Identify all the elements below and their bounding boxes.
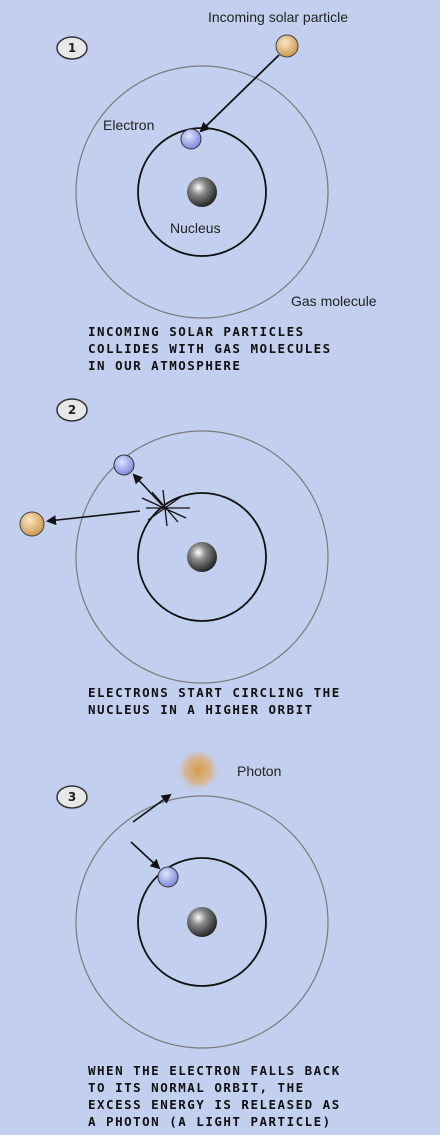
electron-ejection-arrow: [132, 473, 163, 506]
photon: [176, 748, 220, 792]
panel-2: 2: [19, 398, 329, 684]
step-3-badge: 3: [56, 785, 88, 809]
inner-orbit: [137, 492, 267, 622]
step-2-caption: ELECTRONS START CIRCLING THE NUCLEUS IN …: [88, 685, 341, 717]
nucleus-label: Nucleus: [170, 220, 221, 236]
photon-emission-arrow: [132, 793, 172, 823]
electron-label: Electron: [103, 117, 154, 133]
electron: [113, 454, 135, 476]
nucleus: [187, 177, 217, 207]
collision-burst: [141, 489, 190, 527]
electron: [180, 128, 202, 150]
outer-ring: [75, 795, 329, 1049]
step-2-number: 2: [68, 403, 76, 417]
electron-fall-arrow: [130, 841, 161, 870]
step-3-caption: WHEN THE ELECTRON FALLS BACK TO ITS NORM…: [88, 1063, 341, 1129]
gas-molecule-label: Gas molecule: [291, 293, 377, 309]
nucleus: [187, 907, 217, 937]
outer-ring: [75, 430, 329, 684]
solar-particle: [19, 511, 45, 537]
incoming-solar-particle-label: Incoming solar particle: [208, 9, 348, 25]
step-1-badge: 1: [56, 36, 88, 60]
particle-deflection-arrow: [46, 510, 141, 526]
step-3-number: 3: [68, 790, 76, 804]
inner-orbit: [137, 857, 267, 987]
electron: [157, 866, 179, 888]
nucleus: [187, 542, 217, 572]
photon-label: Photon: [237, 763, 281, 779]
incoming-arrow: [199, 54, 280, 133]
panel-1: 1 Incoming solar particle Electron Nucle…: [56, 9, 377, 319]
step-1-number: 1: [68, 41, 76, 55]
solar-particle: [275, 34, 299, 58]
outer-ring: [75, 65, 329, 319]
panel-3: 3 Photon: [56, 748, 329, 1049]
step-2-badge: 2: [56, 398, 88, 422]
step-1-caption: INCOMING SOLAR PARTICLES COLLIDES WITH G…: [88, 324, 332, 373]
